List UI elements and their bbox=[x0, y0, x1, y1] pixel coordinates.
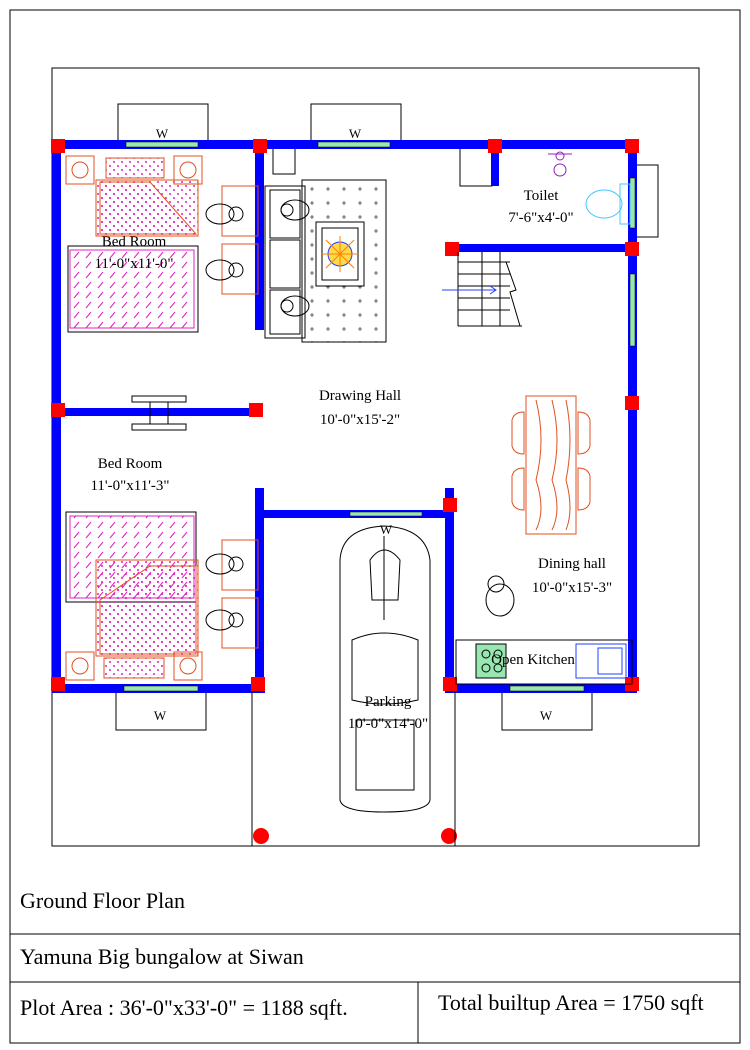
bedroom1-chairs bbox=[205, 185, 259, 295]
toilet-name: Toilet bbox=[524, 188, 560, 204]
columns bbox=[51, 139, 639, 844]
bedroom2-bed bbox=[65, 511, 203, 681]
drawing-hall-name: Drawing Hall bbox=[319, 388, 401, 404]
window-tag: W bbox=[380, 522, 393, 537]
window-tags: W W W W W bbox=[154, 126, 553, 723]
tv-unit bbox=[131, 395, 187, 431]
drawing-title: Ground Floor Plan bbox=[20, 888, 185, 913]
room-labels: Bed Room 11'-0"x11'-0" Toilet 7'-6"x4'-0… bbox=[90, 188, 612, 732]
plot-area: Plot Area : 36'-0"x33'-0" = 1188 sqft. bbox=[20, 995, 348, 1020]
car bbox=[339, 525, 431, 813]
window-tag: W bbox=[156, 126, 169, 141]
window-tag: W bbox=[349, 126, 362, 141]
parking-name: Parking bbox=[365, 694, 412, 710]
dining-hall-name: Dining hall bbox=[538, 556, 606, 572]
bedroom2-name: Bed Room bbox=[98, 456, 163, 472]
bedroom1-bed bbox=[65, 155, 203, 333]
project-name: Yamuna Big bungalow at Siwan bbox=[20, 944, 304, 969]
dining-table bbox=[511, 395, 591, 535]
sheet-frame bbox=[9, 9, 741, 1044]
title-block-lines bbox=[10, 933, 740, 1043]
window-tag: W bbox=[540, 708, 553, 723]
windows bbox=[123, 141, 636, 692]
drawing-hall-furniture bbox=[264, 179, 387, 343]
bedroom1-size: 11'-0"x11'-0" bbox=[94, 256, 173, 272]
window-tag: W bbox=[154, 708, 167, 723]
staircase bbox=[442, 252, 522, 327]
toilet-fixtures bbox=[548, 151, 631, 225]
bedroom2-size: 11'-0"x11'-3" bbox=[90, 478, 169, 494]
kitchen-counter bbox=[455, 575, 633, 685]
bedroom2-chairs bbox=[205, 539, 259, 649]
builtup-area: Total builtup Area = 1750 sqft bbox=[438, 990, 704, 1015]
parking-size: 10'-0"x14'-0" bbox=[348, 716, 428, 732]
drawing-hall-size: 10'-0"x15'-2" bbox=[320, 412, 400, 428]
toilet-size: 7'-6"x4'-0" bbox=[508, 210, 573, 226]
parking-bay-lines bbox=[251, 692, 456, 846]
bedroom1-name: Bed Room bbox=[102, 234, 167, 250]
dining-hall-size: 10'-0"x15'-3" bbox=[532, 580, 612, 596]
open-kitchen-name: Open Kitchen bbox=[491, 652, 575, 668]
